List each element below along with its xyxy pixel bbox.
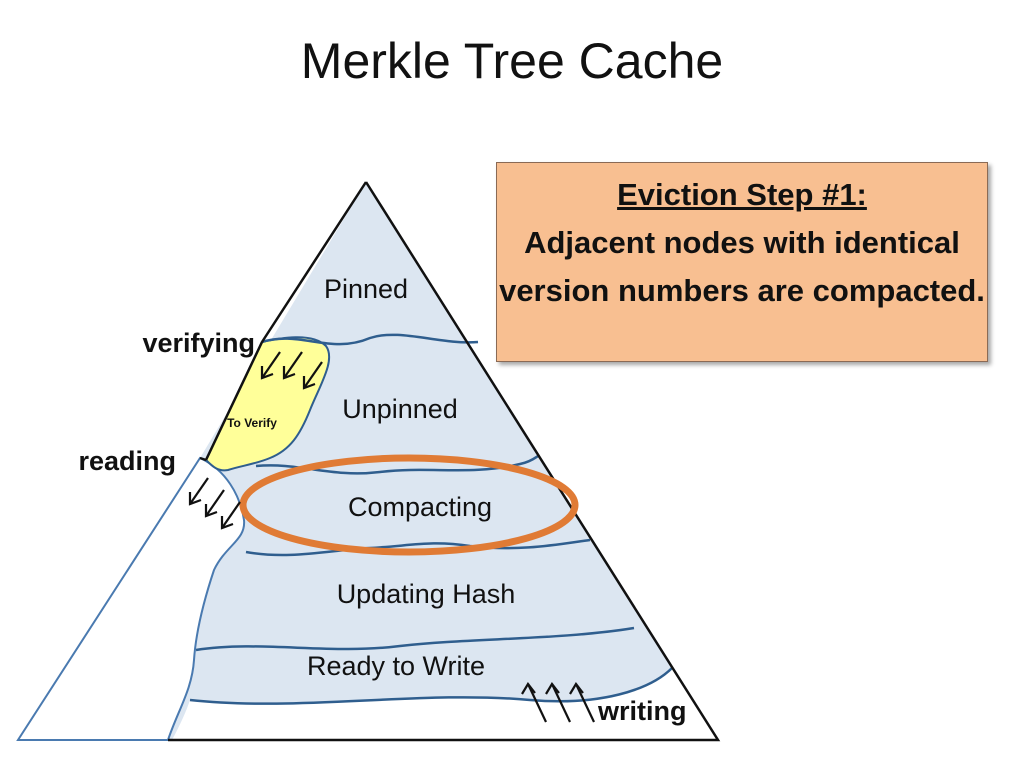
bottom-strip xyxy=(172,668,718,740)
compacting-highlight-ring xyxy=(239,454,579,556)
arrow-icon xyxy=(521,682,547,723)
arrow-icon xyxy=(260,351,281,380)
layer-label-updating-hash: Updating Hash xyxy=(337,579,516,609)
side-label-reading: reading xyxy=(78,446,176,476)
verifying-arrows xyxy=(260,351,323,390)
writing-arrows xyxy=(521,682,595,723)
layer-label-compacting: Compacting xyxy=(348,492,492,522)
side-label-writing: writing xyxy=(597,696,687,726)
layer-label-unpinned: Unpinned xyxy=(342,394,458,424)
pyramid-left-edge xyxy=(199,181,368,462)
layer-label-ready-to-write: Ready to Write xyxy=(307,651,485,681)
boundary-compacting-updating xyxy=(245,538,591,557)
arrow-icon xyxy=(204,489,225,518)
boundary-updating-ready xyxy=(195,626,635,652)
arrow-icon xyxy=(302,361,323,390)
pyramid-outline xyxy=(168,181,721,742)
arrow-icon xyxy=(188,477,209,506)
side-label-verifying: verifying xyxy=(142,328,255,358)
arrow-icon xyxy=(220,501,241,530)
eviction-step-callout: Eviction Step #1: Adjacent nodes with id… xyxy=(496,162,988,362)
layer-label-pinned: Pinned xyxy=(324,274,408,304)
callout-body: Adjacent nodes with identical version nu… xyxy=(499,225,985,308)
arrow-icon xyxy=(569,682,595,723)
boundary-ready-bottom xyxy=(189,667,673,705)
reading-region xyxy=(16,456,246,741)
slide-title: Merkle Tree Cache xyxy=(300,33,724,89)
arrow-icon xyxy=(545,682,571,723)
pyramid-left-edge-lower xyxy=(204,341,264,461)
callout-heading: Eviction Step #1: xyxy=(617,177,867,212)
arrow-icon xyxy=(282,351,303,380)
to-verify-label: To Verify xyxy=(227,416,277,430)
boundary-pinned-unpinned xyxy=(261,333,479,346)
reading-arrows xyxy=(188,477,241,530)
